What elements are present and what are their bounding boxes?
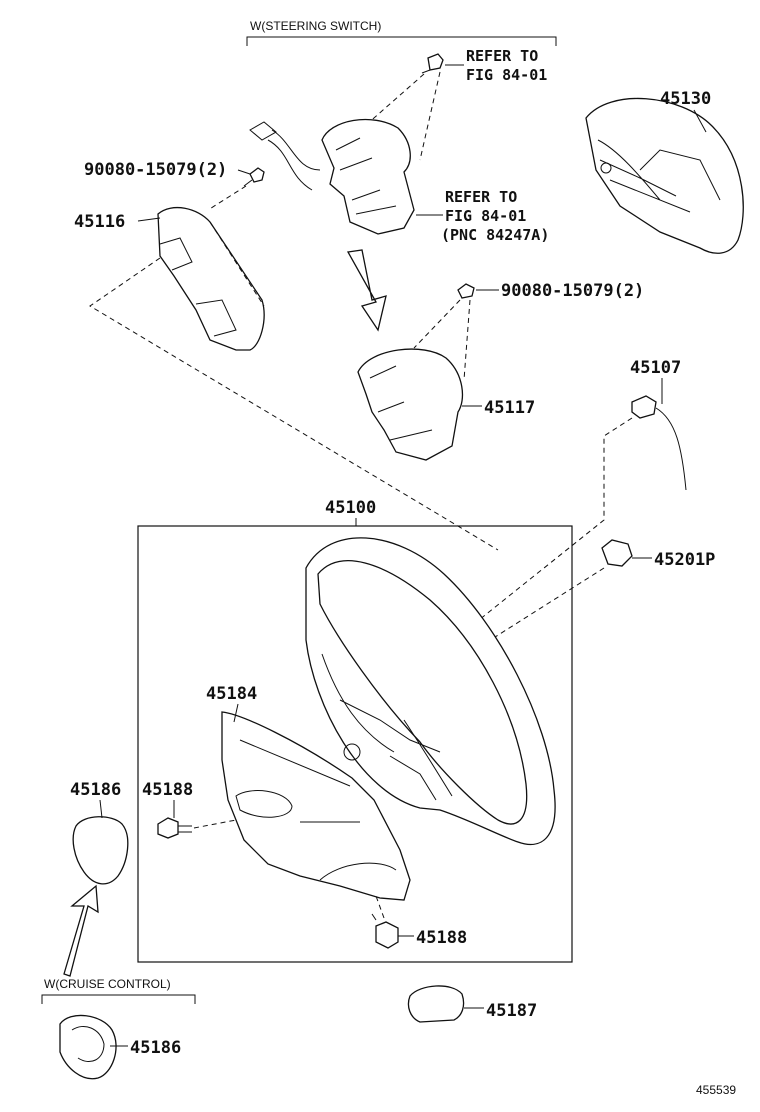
- bolt-upper-illustration: [243, 167, 265, 187]
- steering-switch-bracket: W(STEERING SWITCH): [246, 19, 557, 46]
- part-label-45186-upper: 45186: [70, 780, 121, 800]
- part-45186-lower-illustration: [59, 1014, 117, 1080]
- illustration-id: 455539: [696, 1083, 736, 1097]
- cruise-control-bracket: W(CRUISE CONTROL): [41, 977, 196, 1004]
- reference-middle-line2: FIG 84-01: [445, 207, 526, 225]
- assembly-45100-frame: [137, 525, 573, 963]
- reference-middle-line1: REFER TO: [445, 188, 517, 206]
- steering-wheel-illustration: [305, 537, 556, 846]
- screw-top-illustration: [421, 53, 444, 74]
- bolt-middle-illustration: [457, 283, 475, 299]
- part-label-45107: 45107: [630, 358, 681, 378]
- arrow-down-icon: [346, 249, 387, 332]
- part-label-45116: 45116: [74, 212, 125, 232]
- part-45117-illustration: [357, 348, 464, 461]
- part-45116-illustration: [157, 206, 265, 351]
- part-45187-illustration: [407, 985, 465, 1023]
- part-label-45100: 45100: [325, 498, 376, 518]
- part-label-bolt-upper: 90080-15079(2): [84, 160, 227, 180]
- part-45188-bottom-illustration: [371, 913, 399, 949]
- part-label-bolt-middle: 90080-15079(2): [501, 281, 644, 301]
- part-45130-illustration: [585, 97, 744, 254]
- part-label-45117: 45117: [484, 398, 535, 418]
- steering-switch-illustration: [249, 118, 415, 235]
- reference-top-line1: REFER TO: [466, 47, 538, 65]
- cruise-control-label: W(CRUISE CONTROL): [44, 977, 171, 991]
- part-45188-left-illustration: [157, 817, 192, 839]
- part-label-45186-lower: 45186: [130, 1038, 181, 1058]
- reference-middle: REFER TO FIG 84-01 (PNC 84247A): [416, 188, 549, 244]
- part-45107-illustration: [631, 395, 687, 491]
- part-label-45184: 45184: [206, 684, 257, 704]
- part-45186-upper-illustration: [72, 816, 129, 885]
- steering-switch-label: W(STEERING SWITCH): [250, 19, 381, 33]
- reference-top: REFER TO FIG 84-01: [445, 47, 547, 84]
- part-label-45130: 45130: [660, 89, 711, 109]
- part-label-45188-left: 45188: [142, 780, 193, 800]
- part-label-45201p: 45201P: [654, 550, 715, 570]
- part-45201p-illustration: [601, 539, 633, 567]
- part-label-45188-bottom: 45188: [416, 928, 467, 948]
- arrow-up-icon: [63, 884, 99, 977]
- part-label-45187: 45187: [486, 1001, 537, 1021]
- reference-top-line2: FIG 84-01: [466, 66, 547, 84]
- reference-middle-line3: (PNC 84247A): [441, 226, 549, 244]
- part-45184-illustration: [221, 711, 411, 901]
